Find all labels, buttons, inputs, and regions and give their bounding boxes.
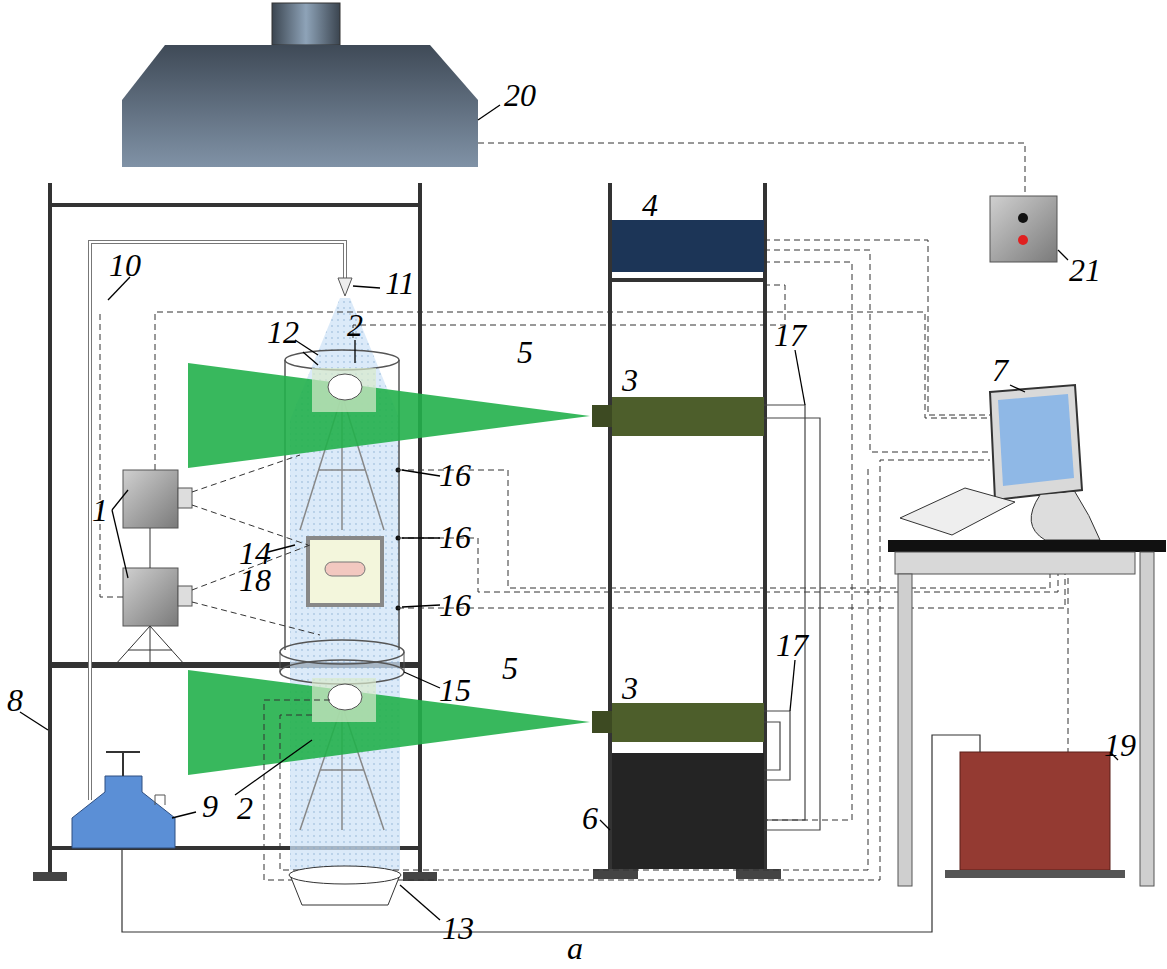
callout-number: 9 (202, 790, 218, 822)
callout-number: 20 (504, 79, 536, 111)
figure-letter: a (567, 932, 583, 964)
callout-number: 19 (1104, 729, 1136, 761)
callout-number: 6 (582, 802, 598, 834)
callout-number: 4 (642, 189, 658, 221)
callout-number: 5 (502, 652, 518, 684)
callout-number: 3 (622, 672, 638, 704)
callout-number: 2 (237, 792, 253, 824)
callout-number: 8 (7, 684, 23, 716)
callout-number: 2 (347, 309, 363, 341)
callout-number: 16 (439, 521, 471, 553)
callout-number: 1 (92, 494, 108, 526)
callout-number: 5 (517, 336, 533, 368)
callout-number: 13 (442, 912, 474, 944)
callout-number: 3 (622, 364, 638, 396)
callout-number: 11 (385, 267, 415, 299)
callout-number: 16 (439, 589, 471, 621)
callout-number: 15 (439, 674, 471, 706)
callout-number: 10 (109, 249, 141, 281)
callout-number: 7 (992, 354, 1008, 386)
callout-number: 17 (774, 319, 806, 351)
callout-number: 16 (439, 459, 471, 491)
callout-number: 18 (239, 564, 271, 596)
callout-number: 17 (776, 629, 808, 661)
callout-number: 21 (1069, 254, 1101, 286)
callout-number: 12 (267, 316, 299, 348)
